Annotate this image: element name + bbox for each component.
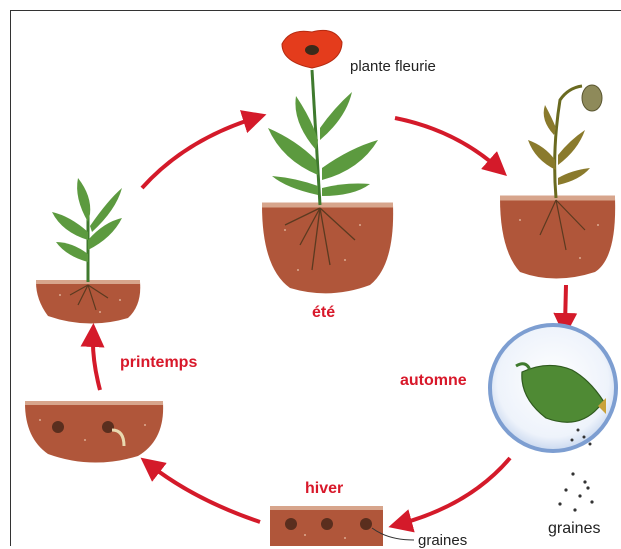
label-spring: printemps <box>120 354 197 372</box>
arrow-summer-to-autumn <box>395 118 498 168</box>
arrow-spring-to-summer <box>142 118 255 188</box>
seed-pod-icon <box>582 85 602 111</box>
arrow-sowing-to-spring <box>93 335 100 390</box>
magnifier-lens-icon <box>490 325 616 451</box>
young-plant <box>36 178 140 324</box>
seed-icon <box>360 518 372 530</box>
sowing-soil <box>25 403 163 463</box>
label-autumn: automne <box>400 372 467 390</box>
seed-icon <box>321 518 333 530</box>
seed-icon <box>285 518 297 530</box>
label-seeds-soil: graines <box>418 532 467 549</box>
dry-plant <box>500 85 615 279</box>
seed-icon <box>52 421 64 433</box>
poppy-flower-icon <box>282 30 342 68</box>
young-plant-soil <box>36 282 140 324</box>
arrow-autumn-down <box>565 285 566 325</box>
label-winter: hiver <box>305 480 343 498</box>
label-flowering-plant: plante fleurie <box>350 58 436 75</box>
label-seeds-pod: graines <box>548 520 600 538</box>
falling-seeds <box>558 472 593 511</box>
arrow-autumn-to-winter <box>400 458 510 524</box>
arrow-winter-to-sowing <box>150 465 260 522</box>
winter-soil <box>270 508 414 546</box>
label-summer: été <box>312 304 335 322</box>
